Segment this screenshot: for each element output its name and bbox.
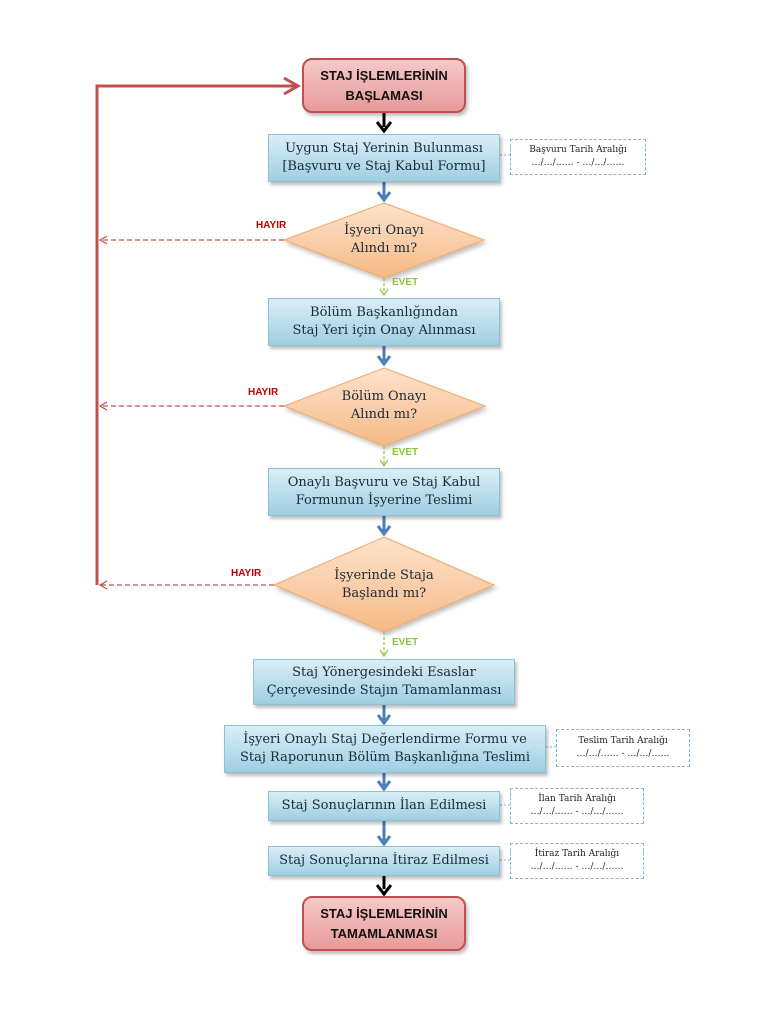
step-find-internship: Uygun Staj Yerinin Bulunması [Başvuru ve… [268,134,500,182]
decision-1-text: İşyeri Onayı Alındı mı? [314,220,454,260]
decision-2-text: Bölüm Onayı Alındı mı? [314,386,454,426]
announcement-date-box: İlan Tarih Aralığı …/…/…… - …/…/…… [510,788,644,824]
step-5-line1: İşyeri Onaylı Staj Değerlendirme Formu v… [243,732,527,747]
step-announce-results: Staj Sonuçlarının İlan Edilmesi [268,791,500,821]
end-terminal-line2: TAMAMLANMASI [330,925,438,941]
decision-2-line2: Alındı mı? [350,407,418,422]
flow-arrows [376,182,392,847]
application-date-value: …/…/…… - …/…/…… [531,158,625,168]
decision-3-line1: İşyerinde Staja [334,568,434,583]
date-connectors [500,154,556,861]
decision-3-text: İşyerinde Staja Başlandı mı? [309,565,459,605]
step-4-line1: Staj Yönergesindeki Esaslar [292,665,476,680]
loop-back-arrowhead [283,76,302,96]
yes-label-1: EVET [392,277,419,288]
step-7-line1: Staj Sonuçlarına İtiraz Edilmesi [279,853,489,868]
no-arrowhead-1 [98,235,108,245]
end-terminal: STAJ İŞLEMLERİNİN TAMAMLANMASI [302,896,466,951]
step-deliver-forms: Onaylı Başvuru ve Staj Kabul Formunun İş… [268,468,500,516]
step-1-line2: [Başvuru ve Staj Kabul Formu] [282,159,486,174]
appeal-date-box: İtiraz Tarih Aralığı …/…/…… - …/…/…… [510,843,644,879]
announcement-date-title: İlan Tarih Aralığı [538,794,616,804]
no-arrowhead-3 [98,580,108,590]
loop-back-line [95,84,295,585]
step-2-line2: Staj Yeri için Onay Alınması [292,323,476,338]
step-appeal-results: Staj Sonuçlarına İtiraz Edilmesi [268,846,500,876]
step-2-line1: Bölüm Başkanlığından [310,305,458,320]
arrow-end-head [375,884,393,897]
submission-date-value: …/…/…… - …/…/…… [576,749,670,759]
arrow-start-head [375,121,393,134]
no-label-1: HAYIR [256,220,287,231]
decision-3-line2: Başlandı mı? [341,586,427,601]
step-3-line2: Formunun İşyerine Teslimi [295,493,473,508]
step-department-approval: Bölüm Başkanlığından Staj Yeri için Onay… [268,298,500,346]
decision-1-line2: Alındı mı? [350,241,418,256]
appeal-date-value: …/…/…… - …/…/…… [530,862,624,872]
no-arrowhead-2 [98,401,108,411]
submission-date-box: Teslim Tarih Aralığı …/…/…… - …/…/…… [556,729,690,767]
step-submit-evaluation: İşyeri Onaylı Staj Değerlendirme Formu v… [224,725,546,773]
announcement-date-value: …/…/…… - …/…/…… [530,807,624,817]
step-3-line1: Onaylı Başvuru ve Staj Kabul [287,475,481,490]
decision-2-line1: Bölüm Onayı [341,389,427,404]
submission-date-title: Teslim Tarih Aralığı [578,736,668,746]
start-terminal: STAJ İŞLEMLERİNİN BAŞLAMASI [302,58,466,113]
step-4-line2: Çerçevesinde Stajın Tamamlanması [266,683,502,698]
no-label-3: HAYIR [231,568,262,579]
no-label-2: HAYIR [248,387,279,398]
yes-label-3: EVET [392,637,419,648]
yes-label-2: EVET [392,447,419,458]
application-date-title: Başvuru Tarih Aralığı [529,145,627,155]
step-5-line2: Staj Raporunun Bölüm Başkanlığına Teslim… [239,750,531,765]
appeal-date-title: İtiraz Tarih Aralığı [534,849,620,859]
yes-arrows [379,278,389,658]
start-terminal-line1: STAJ İŞLEMLERİNİN [320,67,448,83]
step-complete-internship: Staj Yönergesindeki Esaslar Çerçevesinde… [253,659,515,705]
decision-1-line1: İşyeri Onayı [344,223,424,238]
end-terminal-line1: STAJ İŞLEMLERİNİN [320,905,448,921]
application-date-box: Başvuru Tarih Aralığı …/…/…… - …/…/…… [510,139,646,175]
step-6-line1: Staj Sonuçlarının İlan Edilmesi [281,798,487,813]
start-terminal-line2: BAŞLAMASI [345,87,423,103]
step-1-line1: Uygun Staj Yerinin Bulunması [285,141,483,156]
